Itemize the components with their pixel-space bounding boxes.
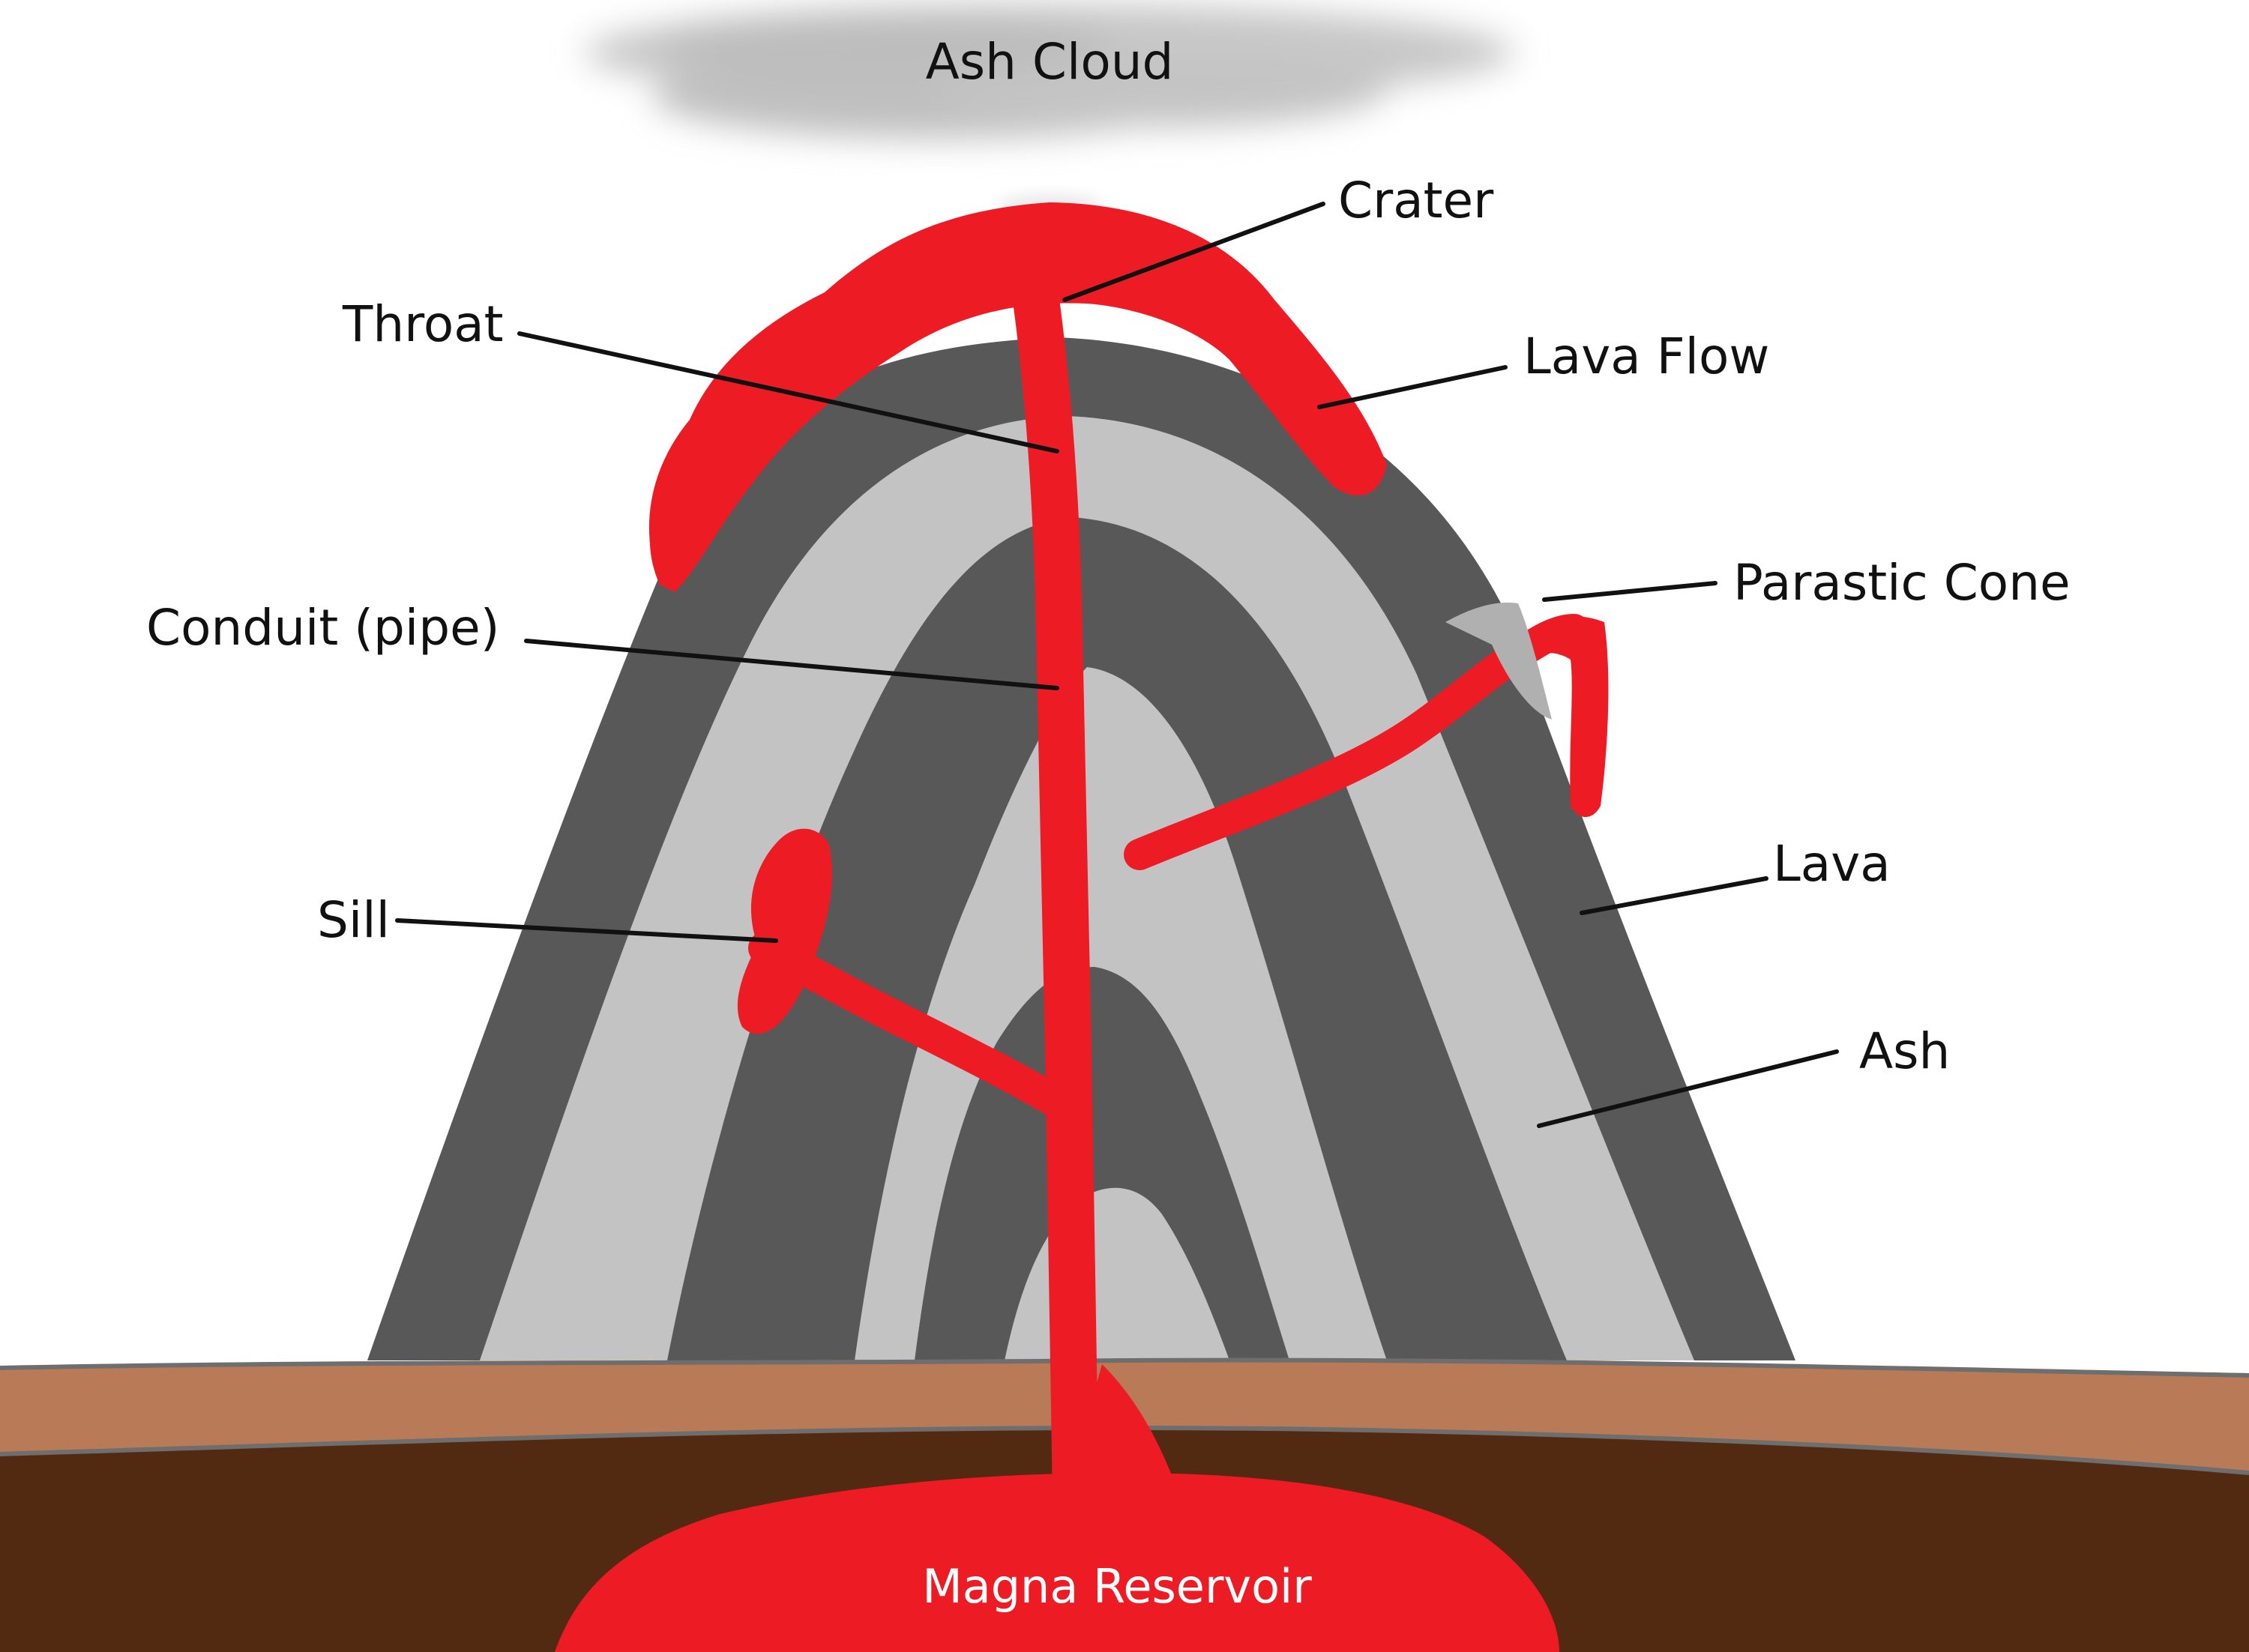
lava-flow-label: Lava Flow [1523, 328, 1769, 385]
magna-reservoir-label: Magna Reservoir [922, 1559, 1312, 1614]
ash-label: Ash [1859, 1022, 1950, 1080]
ash-cloud-label: Ash Cloud [926, 33, 1174, 91]
throat-label: Throat [342, 295, 504, 353]
parastic-cone-leader [1544, 583, 1715, 600]
sill-label: Sill [317, 891, 390, 949]
crater-label: Crater [1338, 172, 1494, 229]
parastic-cone-label: Parastic Cone [1733, 554, 2071, 612]
lava-label: Lava [1773, 835, 1891, 893]
conduit-label: Conduit (pipe) [146, 599, 499, 657]
lava-flow-leader [1319, 367, 1505, 407]
